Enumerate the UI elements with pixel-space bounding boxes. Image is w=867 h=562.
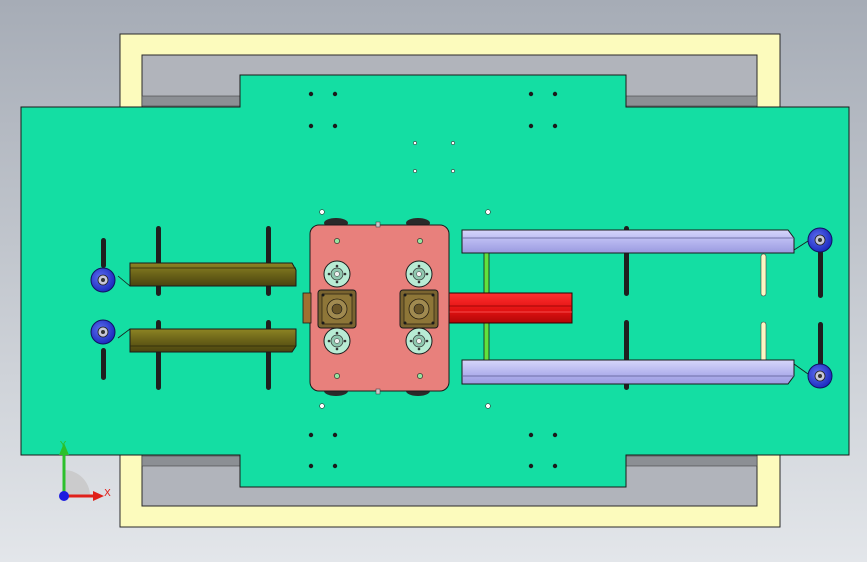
motor-mounts xyxy=(317,289,439,329)
coordinate-triad: X Y xyxy=(59,440,111,501)
mounting-holes xyxy=(308,91,558,469)
right-lavender-bars xyxy=(461,229,809,385)
red-bar xyxy=(445,292,573,324)
y-axis-label: Y xyxy=(59,440,67,451)
right-rollers xyxy=(807,227,833,389)
small-holes xyxy=(319,141,491,409)
bearing-flanges xyxy=(323,260,433,355)
right-light-slots xyxy=(760,253,767,365)
left-rollers xyxy=(90,267,116,345)
left-brown-bars xyxy=(117,262,297,353)
x-axis-label: X xyxy=(104,488,111,499)
z-axis-dot xyxy=(59,491,69,501)
